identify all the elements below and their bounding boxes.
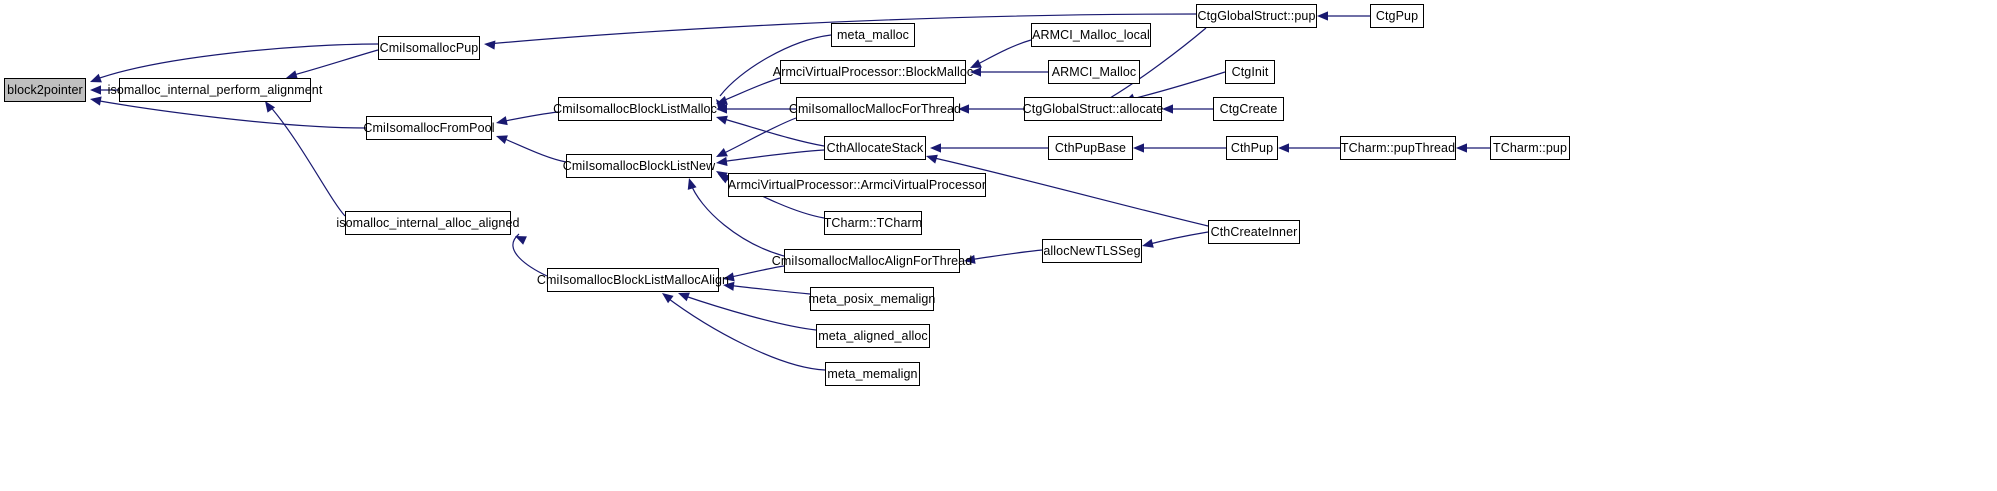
graph-node-label: meta_malloc bbox=[837, 27, 909, 42]
graph-node[interactable]: TCharm::pup bbox=[1490, 136, 1570, 160]
graph-node-label: CtgGlobalStruct::allocate bbox=[1022, 101, 1164, 116]
graph-node-label: CtgPup bbox=[1375, 8, 1419, 23]
graph-node[interactable]: CmiIsomallocMallocAlignForThread bbox=[772, 249, 972, 273]
graph-node[interactable]: CmiIsomallocFromPool bbox=[363, 116, 495, 140]
graph-node[interactable]: CthCreateInner bbox=[1208, 220, 1300, 244]
graph-node[interactable]: CtgPup bbox=[1370, 4, 1424, 28]
graph-node[interactable]: CtgGlobalStruct::allocate bbox=[1022, 97, 1164, 121]
graph-node-label: CthPupBase bbox=[1054, 140, 1127, 155]
graph-node-label: CthAllocateStack bbox=[826, 140, 924, 155]
graph-node[interactable]: ARMCI_Malloc bbox=[1048, 60, 1140, 84]
graph-node-label: TCharm::pup bbox=[1492, 140, 1568, 155]
graph-node-label: allocNewTLSSeg bbox=[1043, 243, 1141, 258]
graph-node[interactable]: allocNewTLSSeg bbox=[1042, 239, 1142, 263]
graph-node-label: CmiIsomallocBlockListMalloc bbox=[553, 101, 717, 116]
graph-node-label: CmiIsomallocPup bbox=[379, 40, 479, 55]
graph-node[interactable]: isomalloc_internal_perform_alignment bbox=[108, 78, 322, 102]
graph-node-label: ARMCI_Malloc_local bbox=[1032, 27, 1150, 42]
graph-node[interactable]: CmiIsomallocBlockListMallocAlign bbox=[537, 268, 729, 292]
graph-node-label: isomalloc_internal_alloc_aligned bbox=[336, 215, 520, 230]
graph-node[interactable]: CmiIsomallocBlockListMalloc bbox=[553, 97, 717, 121]
graph-node[interactable]: meta_posix_memalign bbox=[808, 287, 936, 311]
graph-node[interactable]: CmiIsomallocPup bbox=[378, 36, 480, 60]
graph-node-label: CtgInit bbox=[1231, 64, 1269, 79]
graph-node[interactable]: CmiIsomallocMallocForThread bbox=[789, 97, 961, 121]
graph-node-label: CmiIsomallocFromPool bbox=[363, 120, 495, 135]
graph-node-label: TCharm::pupThread bbox=[1340, 140, 1456, 155]
graph-node[interactable]: ArmciVirtualProcessor::BlockMalloc bbox=[773, 60, 973, 84]
graph-node-label: CtgCreate bbox=[1219, 101, 1278, 116]
graph-node[interactable]: isomalloc_internal_alloc_aligned bbox=[336, 211, 519, 235]
graph-node-label: isomalloc_internal_perform_alignment bbox=[107, 82, 323, 97]
graph-node-label: CmiIsomallocMallocForThread bbox=[788, 101, 962, 116]
graph-node-label: meta_posix_memalign bbox=[808, 291, 936, 306]
graph-node[interactable]: meta_aligned_alloc bbox=[816, 324, 930, 348]
graph-node-label: TCharm::TCharm bbox=[823, 215, 923, 230]
graph-node[interactable]: CthPup bbox=[1226, 136, 1278, 160]
graph-node[interactable]: TCharm::TCharm bbox=[824, 211, 922, 235]
graph-node[interactable]: CmiIsomallocBlockListNew bbox=[562, 154, 716, 178]
graph-node-label: CthCreateInner bbox=[1210, 224, 1298, 239]
graph-node-label: CmiIsomallocBlockListMallocAlign bbox=[536, 272, 730, 287]
graph-node[interactable]: ARMCI_Malloc_local bbox=[1031, 23, 1151, 47]
graph-node[interactable]: CthPupBase bbox=[1048, 136, 1133, 160]
graph-node[interactable]: meta_malloc bbox=[831, 23, 915, 47]
graph-node-label: CmiIsomallocMallocAlignForThread bbox=[771, 253, 973, 268]
graph-node-label: ARMCI_Malloc bbox=[1051, 64, 1137, 79]
graph-node[interactable]: CthAllocateStack bbox=[824, 136, 926, 160]
graph-node[interactable]: meta_memalign bbox=[825, 362, 920, 386]
graph-node[interactable]: block2pointer bbox=[4, 78, 86, 102]
graph-node[interactable]: CtgGlobalStruct::pup bbox=[1196, 4, 1317, 28]
graph-node-label: block2pointer bbox=[7, 82, 83, 97]
graph-node-label: ArmciVirtualProcessor::BlockMalloc bbox=[772, 64, 974, 79]
graph-node[interactable]: CtgCreate bbox=[1213, 97, 1284, 121]
graph-node[interactable]: ArmciVirtualProcessor::ArmciVirtualProce… bbox=[728, 173, 986, 197]
graph-node-label: CthPup bbox=[1230, 140, 1274, 155]
graph-node[interactable]: CtgInit bbox=[1225, 60, 1275, 84]
graph-node-label: meta_aligned_alloc bbox=[818, 328, 928, 343]
graph-node[interactable]: TCharm::pupThread bbox=[1340, 136, 1456, 160]
graph-node-label: CmiIsomallocBlockListNew bbox=[562, 158, 716, 173]
graph-node-label: CtgGlobalStruct::pup bbox=[1197, 8, 1316, 23]
graph-node-label: ArmciVirtualProcessor::ArmciVirtualProce… bbox=[727, 177, 987, 192]
graph-node-label: meta_memalign bbox=[827, 366, 918, 381]
